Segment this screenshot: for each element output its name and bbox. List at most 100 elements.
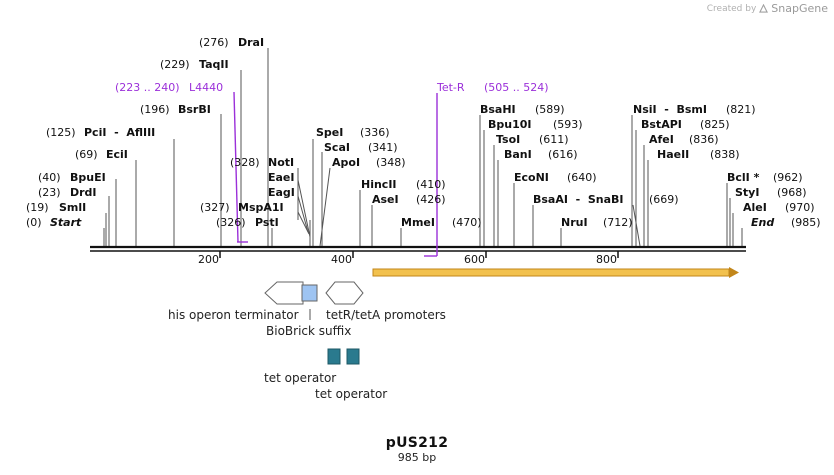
site-position: (825)	[700, 118, 730, 131]
primer-label-range: (223 .. 240)	[115, 81, 180, 94]
site-name[interactable]: BsrBI	[178, 103, 211, 116]
site-position: (968)	[777, 186, 807, 199]
primer-tet-r[interactable]	[424, 93, 438, 257]
credit-brand: SnapGene	[771, 2, 828, 15]
site-position: (40)	[38, 171, 61, 184]
site-position: (348)	[376, 156, 406, 169]
site-name[interactable]: ScaI	[324, 141, 350, 154]
site-name[interactable]: EagI	[268, 186, 295, 199]
site-name[interactable]: MspA1I	[238, 201, 284, 214]
site-name[interactable]: PciI - AflIII	[84, 126, 155, 139]
site-name[interactable]: TaqII	[199, 58, 229, 71]
site-position: (962)	[773, 171, 803, 184]
site-position: (470)	[452, 216, 482, 229]
site-leaders	[103, 48, 743, 247]
snapgene-logo-icon	[759, 4, 769, 13]
site-name[interactable]: SmlI	[59, 201, 86, 214]
feature-tet-operator-2[interactable]	[346, 348, 360, 365]
primer-l4440[interactable]	[233, 91, 248, 243]
site-name[interactable]: PstI	[255, 216, 279, 229]
site-name[interactable]: SpeI	[316, 126, 343, 139]
site-name[interactable]: NotI	[268, 156, 294, 169]
plasmid-length: 985 bp	[397, 451, 437, 464]
site-name[interactable]: NruI	[561, 216, 588, 229]
ruler-tick-label: 800	[596, 253, 617, 266]
feature-his-operon-terminator[interactable]	[264, 281, 304, 305]
feature-biobrick-suffix[interactable]	[301, 284, 318, 302]
site-position: (327)	[200, 201, 230, 214]
primer-label-name[interactable]: Tet-R	[436, 81, 465, 94]
site-name[interactable]: AseI	[372, 193, 399, 206]
primer-label-range: (505 .. 524)	[484, 81, 549, 94]
site-position: (640)	[567, 171, 597, 184]
credit-prefix: Created by	[706, 3, 757, 14]
site-position: (19)	[26, 201, 49, 214]
site-position: (196)	[140, 103, 170, 116]
site-position: (326)	[216, 216, 246, 229]
site-name[interactable]: HincII	[361, 178, 397, 191]
site-name[interactable]: StyI	[735, 186, 759, 199]
site-position: (669)	[649, 193, 679, 206]
primer-label-name[interactable]: L4440	[189, 81, 223, 94]
feature-tetr-teta-promoters[interactable]	[325, 281, 364, 305]
site-name[interactable]: AfeI	[649, 133, 674, 146]
site-name[interactable]: BclI *	[727, 171, 760, 184]
feature-label-his-operon-terminator: his operon terminator	[168, 308, 299, 322]
site-name[interactable]: NsiI - BsmI	[633, 103, 707, 116]
site-position: (336)	[360, 126, 390, 139]
feature-label-tet-operator: tet operator	[315, 387, 387, 401]
plasmid-title: pUS212 985 bp	[0, 435, 834, 464]
site-position: (985)	[791, 216, 821, 229]
site-position: (712)	[603, 216, 633, 229]
site-position: (125)	[46, 126, 76, 139]
ruler-tick-label: 400	[331, 253, 352, 266]
site-name[interactable]: BanI	[504, 148, 532, 161]
dna-backbone	[90, 245, 746, 252]
site-name[interactable]: AleI	[743, 201, 767, 214]
site-position: (69)	[75, 148, 98, 161]
feature-tet-operator-1[interactable]	[327, 348, 341, 365]
site-position: (821)	[726, 103, 756, 116]
site-position: (276)	[199, 36, 229, 49]
site-position: (611)	[539, 133, 569, 146]
site-name[interactable]: DrdI	[70, 186, 97, 199]
feature-label-tet-operator: tet operator	[264, 371, 336, 385]
snapgene-credit: Created by SnapGene	[707, 2, 828, 15]
site-name[interactable]: EciI	[106, 148, 128, 161]
site-name[interactable]: HaeII	[657, 148, 689, 161]
site-position: (838)	[710, 148, 740, 161]
site-position: (836)	[689, 133, 719, 146]
site-position: (593)	[553, 118, 583, 131]
site-position: (970)	[785, 201, 815, 214]
site-position: (328)	[230, 156, 260, 169]
site-position: (229)	[160, 58, 190, 71]
site-name[interactable]: ApoI	[332, 156, 360, 169]
site-name[interactable]: BsaAI - SnaBI	[533, 193, 624, 206]
site-position: (341)	[368, 141, 398, 154]
site-name[interactable]: BpuEI	[70, 171, 106, 184]
ruler-tick-label: 600	[464, 253, 485, 266]
orf-arrow[interactable]	[372, 267, 739, 278]
site-position: (589)	[535, 103, 565, 116]
site-name[interactable]: Start	[50, 216, 82, 229]
feature-label-tetr-teta-promoters: tetR/tetA promoters	[326, 308, 446, 322]
site-name[interactable]: BstAPI	[641, 118, 682, 131]
site-name[interactable]: EcoNI	[514, 171, 549, 184]
site-name[interactable]: MmeI	[401, 216, 435, 229]
site-name[interactable]: EaeI	[268, 171, 295, 184]
site-name[interactable]: End	[751, 216, 774, 229]
site-position: (426)	[416, 193, 446, 206]
feature-label-biobrick-suffix: BioBrick suffix	[266, 324, 351, 338]
site-name[interactable]: DraI	[238, 36, 264, 49]
site-labels: NsiI - BsmI (821) BstAPI (825) AfeI (836…	[633, 103, 821, 229]
site-name[interactable]: TsoI	[496, 133, 520, 146]
site-position: (616)	[548, 148, 578, 161]
plasmid-name: pUS212	[385, 435, 449, 451]
site-name[interactable]: Bpu10I	[488, 118, 532, 131]
site-name[interactable]: BsaHI	[480, 103, 516, 116]
site-labels: SpeI (336) ScaI (341) ApoI (348) HincII …	[316, 126, 482, 229]
site-labels: (0) Start (19) SmlI (23) DrdI (40) BpuEI…	[26, 36, 295, 229]
site-position: (410)	[416, 178, 446, 191]
